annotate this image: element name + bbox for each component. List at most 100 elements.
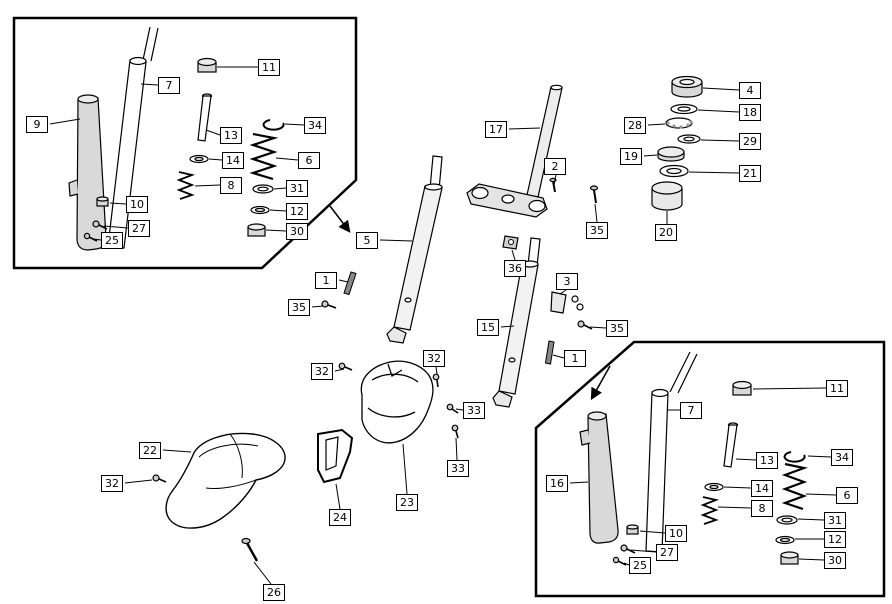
callout-c-32c[interactable]: 32 bbox=[101, 475, 123, 492]
callout-tl-31[interactable]: 31 bbox=[286, 180, 308, 197]
screw-35-right-drawing bbox=[577, 320, 593, 330]
callout-tl-6[interactable]: 6 bbox=[298, 152, 320, 169]
callout-c-32a[interactable]: 32 bbox=[311, 363, 333, 380]
screw-33-b-drawing bbox=[451, 424, 459, 439]
fork-cap-nut-left-drawing bbox=[197, 57, 217, 73]
ring-12-right-drawing bbox=[775, 535, 795, 545]
callout-tl-27[interactable]: 27 bbox=[128, 220, 150, 237]
callout-c-15[interactable]: 15 bbox=[477, 319, 499, 336]
leader-lines bbox=[49, 66, 837, 585]
callout-tl-14[interactable]: 14 bbox=[222, 152, 244, 169]
inset-box-bottom-right bbox=[534, 340, 886, 598]
callout-tl-30[interactable]: 30 bbox=[286, 223, 308, 240]
inner-fender-23-drawing bbox=[360, 360, 434, 444]
bracket-3-drawing bbox=[550, 291, 584, 314]
callout-tl-13[interactable]: 13 bbox=[220, 127, 242, 144]
damper-rod-left-drawing bbox=[197, 93, 213, 142]
seal-31-right-drawing bbox=[776, 515, 798, 525]
race-21-drawing bbox=[659, 164, 689, 178]
callout-c-32b[interactable]: 32 bbox=[423, 350, 445, 367]
callout-br-6[interactable]: 6 bbox=[836, 487, 858, 504]
screw-33-a-drawing bbox=[446, 403, 459, 414]
callout-br-8[interactable]: 8 bbox=[751, 500, 773, 517]
callout-c-35c[interactable]: 35 bbox=[606, 320, 628, 337]
callout-tl-34[interactable]: 34 bbox=[304, 117, 326, 134]
callout-c-2[interactable]: 2 bbox=[544, 158, 566, 175]
fork-leg-right-drawing bbox=[492, 237, 541, 408]
callout-c-22[interactable]: 22 bbox=[139, 442, 161, 459]
callout-br-7[interactable]: 7 bbox=[680, 402, 702, 419]
bracket-24-drawing bbox=[317, 428, 354, 484]
front-fender-22-drawing bbox=[165, 432, 286, 529]
callout-c-24[interactable]: 24 bbox=[329, 509, 351, 526]
race-19-drawing bbox=[657, 146, 685, 162]
callout-br-30[interactable]: 30 bbox=[824, 552, 846, 569]
callout-br-16[interactable]: 16 bbox=[546, 475, 568, 492]
callout-br-25[interactable]: 25 bbox=[629, 557, 651, 574]
inset-arrow-top-left bbox=[329, 205, 351, 233]
callout-tl-11[interactable]: 11 bbox=[258, 59, 280, 76]
pin-1-left-drawing bbox=[343, 271, 357, 296]
callout-c-17[interactable]: 17 bbox=[485, 121, 507, 138]
callout-tl-8[interactable]: 8 bbox=[220, 177, 242, 194]
inner-fork-tube-right-drawing bbox=[645, 351, 698, 553]
bushing-10-left-drawing bbox=[96, 196, 109, 207]
callout-c-28[interactable]: 28 bbox=[624, 117, 646, 134]
screw-27-left-drawing bbox=[92, 220, 108, 230]
callout-c-4[interactable]: 4 bbox=[739, 82, 761, 99]
callout-c-1a[interactable]: 1 bbox=[315, 272, 337, 289]
callout-c-35b[interactable]: 35 bbox=[288, 299, 310, 316]
callout-c-29[interactable]: 29 bbox=[739, 133, 761, 150]
callout-tl-9[interactable]: 9 bbox=[26, 116, 48, 133]
steering-nut-4-drawing bbox=[671, 75, 703, 98]
callout-tl-12[interactable]: 12 bbox=[286, 203, 308, 220]
dust-cap-30-left-drawing bbox=[247, 223, 266, 237]
callout-c-19[interactable]: 19 bbox=[620, 148, 642, 165]
callout-tl-7[interactable]: 7 bbox=[158, 77, 180, 94]
callout-c-3[interactable]: 3 bbox=[556, 273, 578, 290]
screw-32-a-drawing bbox=[338, 362, 353, 371]
washer-14-right-drawing bbox=[704, 482, 724, 492]
callout-c-36[interactable]: 36 bbox=[504, 260, 526, 277]
clamp-36-drawing bbox=[502, 235, 519, 250]
callout-tl-10[interactable]: 10 bbox=[126, 196, 148, 213]
pin-1-right-drawing bbox=[544, 340, 555, 365]
callout-br-13[interactable]: 13 bbox=[756, 452, 778, 469]
callout-c-35a[interactable]: 35 bbox=[586, 222, 608, 239]
callout-br-34[interactable]: 34 bbox=[831, 449, 853, 466]
callout-br-11[interactable]: 11 bbox=[826, 380, 848, 397]
inset-box-top-left bbox=[12, 16, 358, 270]
callout-c-1b[interactable]: 1 bbox=[564, 350, 586, 367]
screw-32-c-drawing bbox=[152, 474, 167, 483]
rebound-spring-left-drawing bbox=[176, 171, 196, 200]
screw-27-right-drawing bbox=[620, 544, 636, 554]
callout-br-31[interactable]: 31 bbox=[824, 512, 846, 529]
callout-br-27[interactable]: 27 bbox=[656, 544, 678, 561]
callout-c-26[interactable]: 26 bbox=[263, 584, 285, 601]
callout-br-12[interactable]: 12 bbox=[824, 531, 846, 548]
callout-c-33b[interactable]: 33 bbox=[447, 460, 469, 477]
steering-stem-drawing bbox=[466, 84, 563, 218]
circlip-34-right-drawing bbox=[783, 451, 806, 463]
callout-tl-25[interactable]: 25 bbox=[101, 232, 123, 249]
screw-35-top-drawing bbox=[589, 185, 599, 204]
screw-32-b-drawing bbox=[432, 373, 440, 388]
washer-14-left-drawing bbox=[189, 154, 209, 164]
fork-leg-left-drawing bbox=[386, 155, 443, 344]
callout-br-10[interactable]: 10 bbox=[665, 525, 687, 542]
callout-c-21[interactable]: 21 bbox=[739, 165, 761, 182]
bolt-26-drawing bbox=[241, 537, 259, 562]
callout-c-18[interactable]: 18 bbox=[739, 104, 761, 121]
main-spring-right-drawing bbox=[781, 462, 808, 511]
outer-fork-tube-right-drawing bbox=[579, 411, 619, 544]
callout-c-23[interactable]: 23 bbox=[396, 494, 418, 511]
bushing-10-right-drawing bbox=[626, 524, 639, 535]
callout-c-20[interactable]: 20 bbox=[655, 224, 677, 241]
ring-12-left-drawing bbox=[250, 205, 270, 215]
callout-c-33a[interactable]: 33 bbox=[463, 402, 485, 419]
screw-25-right-drawing bbox=[612, 556, 627, 566]
callout-br-14[interactable]: 14 bbox=[751, 480, 773, 497]
callout-c-5[interactable]: 5 bbox=[356, 232, 378, 249]
